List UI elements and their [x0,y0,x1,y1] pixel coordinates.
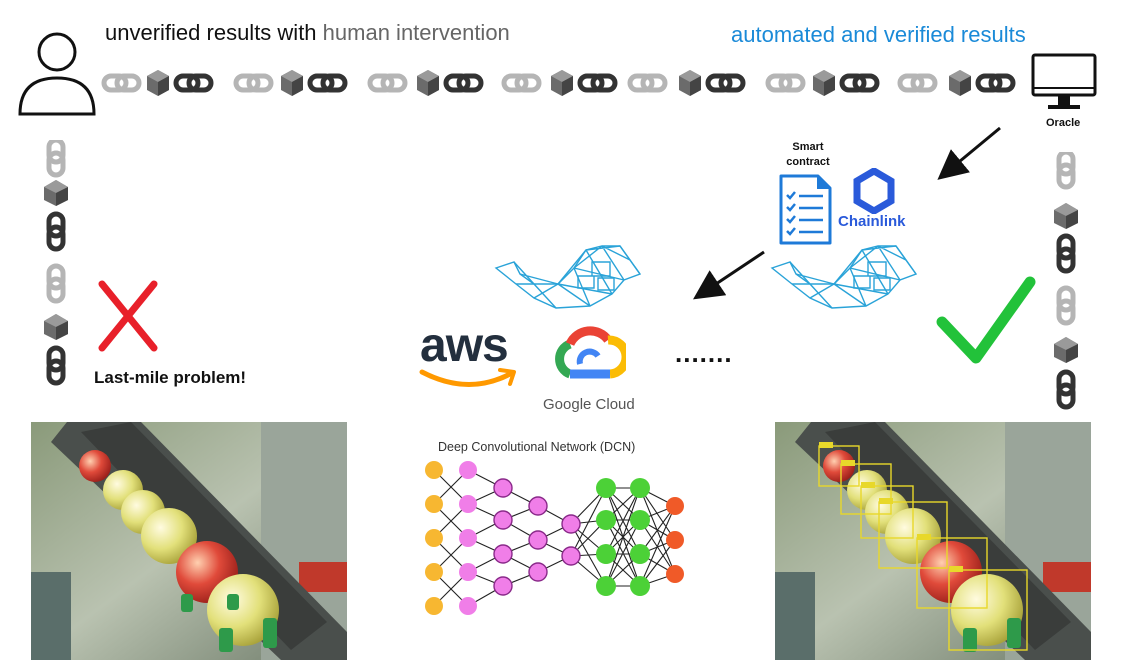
right-vertical-chain [1054,152,1078,410]
more-providers-ellipsis: ....... [675,338,733,368]
last-mile-label: Last-mile problem! [94,368,247,387]
dcn-green-layers [596,478,650,596]
detection-labels [819,442,963,572]
left-vertical-chain [44,140,68,390]
document-checklist-icon [779,174,832,245]
docker-whale-icon [494,245,642,309]
dcn-pink-layer-1 [459,461,477,615]
dcn-input-layer [425,461,443,615]
left-title-strong: unverified results with [105,20,317,45]
person-icon [18,32,96,116]
red-x-icon [98,280,158,352]
google-cloud-label: Google Cloud [543,396,635,413]
arrows [693,126,1001,300]
left-title-muted: human intervention [322,20,510,45]
left-title: unverified results with human interventi… [105,20,510,46]
blockchain-row [104,70,1013,96]
dcn-title: Deep Convolutional Network (DCN) [438,440,636,454]
dcn-pink-ring-layers [493,478,581,596]
green-check-icon [936,276,1036,364]
detection-boxes [818,445,1028,651]
google-cloud-icon [555,326,626,379]
dcn-output-layer [666,497,684,583]
dcn-diagram [425,461,684,615]
aws-smile-icon [419,368,516,387]
horizontal-blockchain [100,70,1030,96]
right-title: automated and verified results [731,22,1026,47]
smart-contract-label: Smart contract [786,141,830,168]
apples-conveyor-photo-right [775,422,1091,660]
apples-conveyor-photo-left [31,422,347,660]
arrow-contract-to-cloud [693,250,765,300]
oracle-label: Oracle [1046,117,1081,129]
aws-logo-text: aws [420,319,509,372]
monitor-icon [1031,53,1097,109]
chainlink-label: Chainlink [838,213,906,230]
docker-whale-icon-2 [770,245,918,309]
chainlink-hexagon-icon [853,168,895,214]
arrow-oracle-to-contract [937,126,1001,180]
